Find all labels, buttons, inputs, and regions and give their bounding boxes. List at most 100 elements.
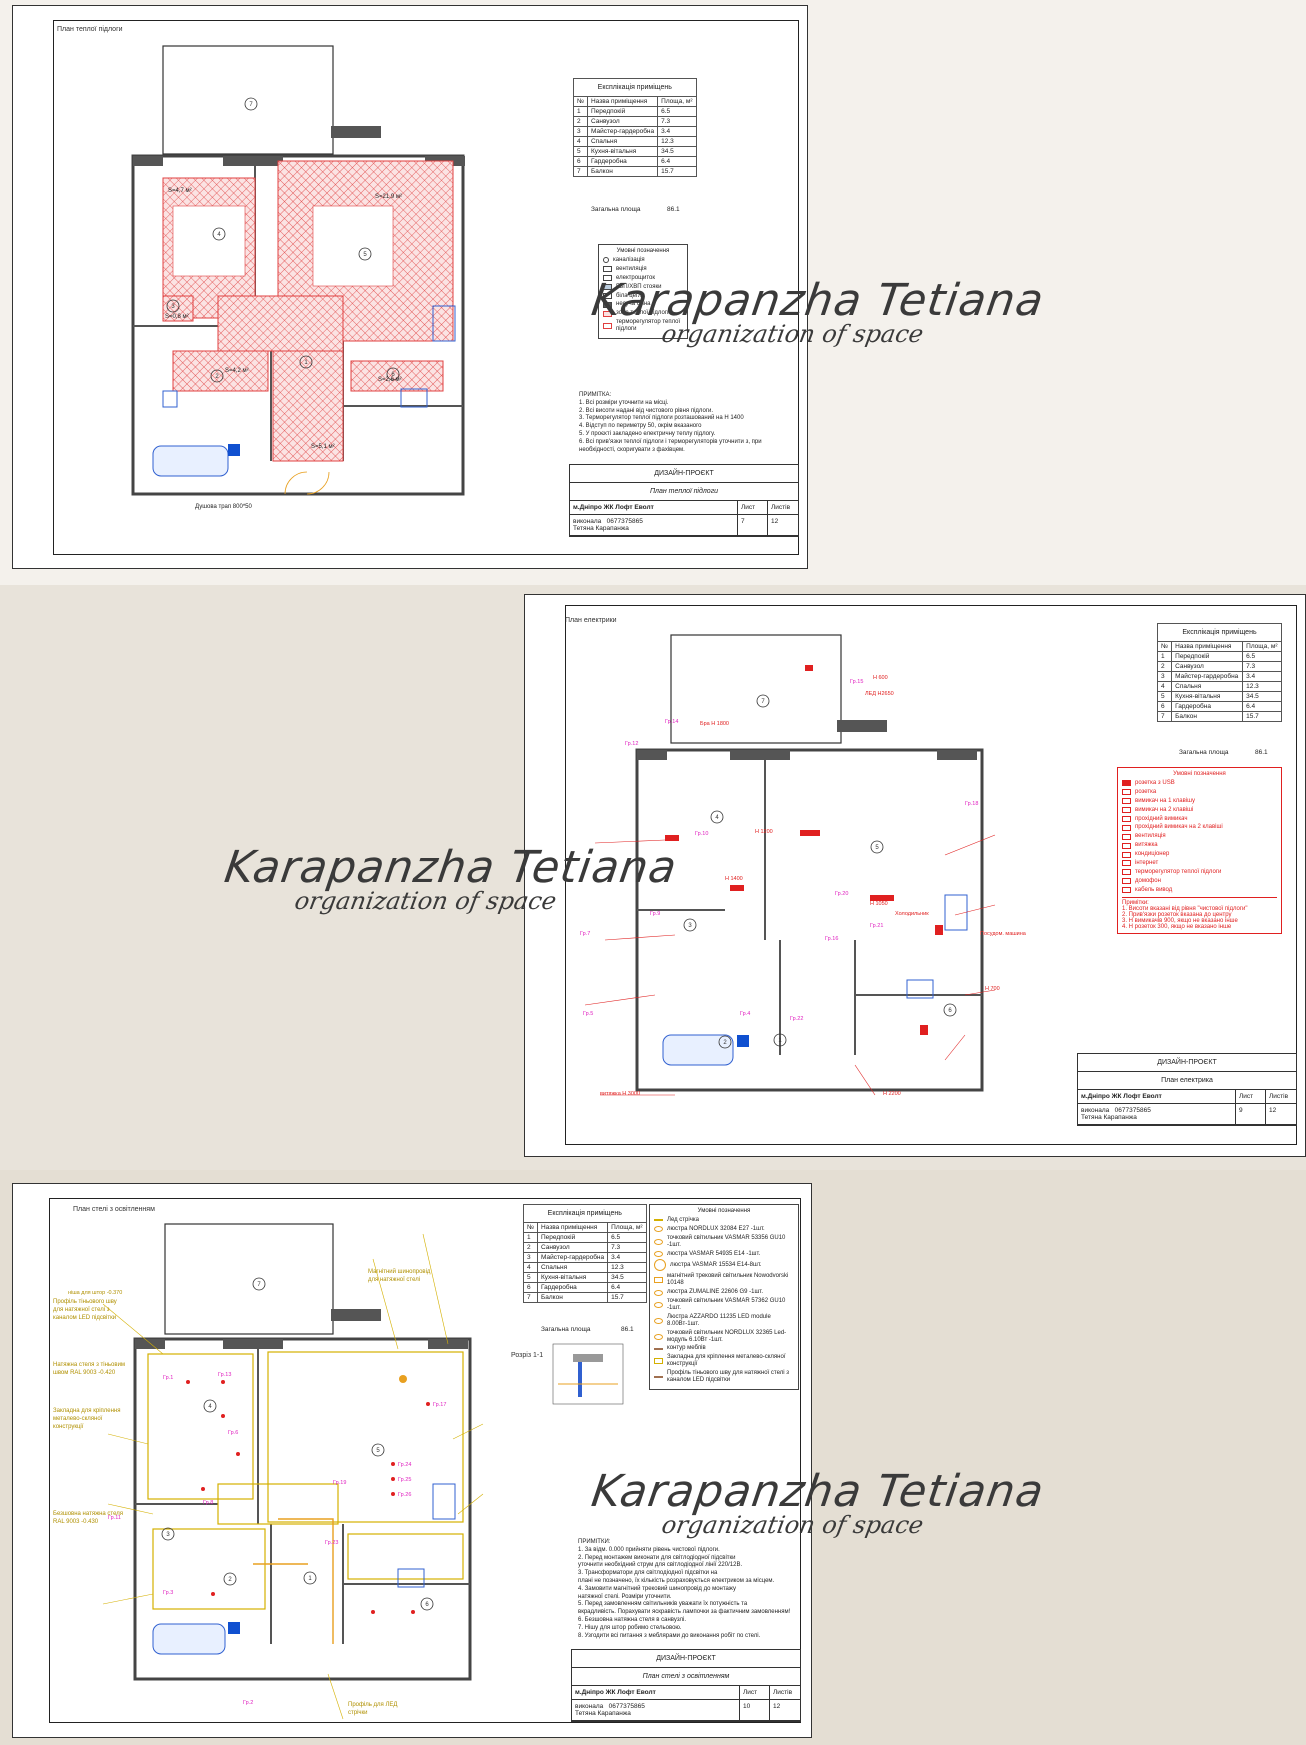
zone-wardrobe <box>350 360 444 392</box>
total-area-label: Загальна площа <box>591 206 641 213</box>
legend: Умовні позначення каналізація вентиляція… <box>598 244 688 340</box>
circuit-label: Гр.22 <box>790 1016 803 1022</box>
total-area-value: 86.1 <box>621 1326 634 1333</box>
legend: Умовні позначення Лед стрічка люстра NOR… <box>649 1204 799 1390</box>
sheet-electrics: План електрики <box>524 594 1306 1157</box>
legend-notes: Примітки: 1. Висоти вказані від рівня "ч… <box>1122 896 1277 930</box>
circuit-label: Гр.4 <box>740 1011 750 1017</box>
shower-drain-label: Душова трап 800*50 <box>195 504 252 510</box>
light-group-label: Гр.3 <box>163 1590 173 1596</box>
room-number-7: 7 <box>257 1282 261 1288</box>
light-group-label: Гр.25 <box>398 1477 411 1483</box>
drawing-frame <box>565 605 1297 1145</box>
zone-area-label: S=0,8 м² <box>165 314 189 320</box>
room-number-6: 6 <box>948 1008 952 1014</box>
light-group-label: Гр.23 <box>325 1540 338 1546</box>
room-number-4: 4 <box>715 815 719 821</box>
height-label: Холодильник <box>895 911 929 917</box>
height-label: Н 1200 <box>755 829 773 835</box>
circuit-label: Гр.10 <box>695 831 708 837</box>
room-number-1: 1 <box>308 1576 312 1582</box>
notes: ПРИМІТКИ: 1. За відм. 0.000 прийняти рів… <box>578 1539 791 1639</box>
zone-entry <box>272 350 344 462</box>
sheet-title: План електрики <box>565 617 617 624</box>
zone-wardrobe-master <box>162 295 194 322</box>
room-number-5: 5 <box>376 1448 380 1454</box>
sheet-warm-floor: План теплої підлоги <box>12 5 808 569</box>
light-group-label: Гр.26 <box>398 1492 411 1498</box>
room-number-4: 4 <box>208 1404 212 1410</box>
room-number-3: 3 <box>171 304 175 310</box>
zone-area-label: S=2,6 м² <box>378 377 402 383</box>
section-label: Розріз 1-1 <box>511 1352 544 1359</box>
zone-area-label: S=21,9 м² <box>375 194 402 200</box>
circuit-label: Гр.12 <box>625 741 638 747</box>
total-area-label: Загальна площа <box>541 1326 591 1333</box>
zone-area-label: S=4,2 м² <box>225 368 249 374</box>
circuit-label: Гр.5 <box>583 1011 593 1017</box>
room-number-2: 2 <box>228 1577 232 1583</box>
explication-title: Експлікація приміщень <box>573 78 697 96</box>
light-group-label: Гр.8 <box>203 1500 213 1506</box>
sheet-title: План стелі з освітленням <box>73 1206 155 1213</box>
room-number-6: 6 <box>425 1602 429 1608</box>
light-group-label: Гр.17 <box>433 1402 446 1408</box>
notes: ПРИМІТКА: 1. Всі розміри уточнити на міс… <box>579 392 762 453</box>
electrics-plan: Гр.14 Гр.15 Гр.12 Гр.18 Гр.20 Гр.21 Гр.1… <box>580 634 1027 1097</box>
room-number-1: 1 <box>778 1038 782 1044</box>
led-profile-callout: Профіль для ЛЕД стрічки <box>348 1702 398 1716</box>
total-area-value: 86.1 <box>667 206 680 213</box>
circuit-label: Гр.20 <box>835 891 848 897</box>
explication-title: Експлікація приміщень <box>1157 623 1282 641</box>
drawing-frame <box>49 1198 801 1723</box>
room-number-7: 7 <box>249 102 253 108</box>
room-number-4: 4 <box>217 232 221 238</box>
warm-floor-plan: 7 4 5 3 1 2 6 S=4,7 м² S=21,9 м² S=0,8 м… <box>131 45 465 510</box>
ceiling-callouts: Профіль тіньового шву для натяжної стелі… <box>53 1299 126 1526</box>
room-number-5: 5 <box>363 252 367 258</box>
total-area-label: Загальна площа <box>1179 749 1229 756</box>
room-number-2: 2 <box>723 1040 727 1046</box>
ceiling-plan: Гр.1 Гр.2 Гр.3 Гр.6 Гр.8 Гр.11 Гр.13 Гр.… <box>68 1223 624 1720</box>
zone-area-label: S=4,7 м² <box>168 188 192 194</box>
height-label: Н 1050 <box>870 901 888 907</box>
circuit-label: Гр.7 <box>580 931 590 937</box>
height-label: витяжка Н 3000 <box>600 1091 640 1097</box>
circuit-label: Гр.9 <box>650 911 660 917</box>
track-callout: Магнітний шинопровід для натяжної стелі <box>368 1269 431 1283</box>
sheet-ceiling: План стелі з освітленням <box>12 1183 812 1738</box>
light-group-label: Гр.19 <box>333 1480 346 1486</box>
title-block: ДИЗАЙН-ПРОЄКТ План стелі з освітленням м… <box>571 1649 801 1722</box>
height-label: Бра Н 1800 <box>700 721 729 727</box>
explication-title: Експлікація приміщень <box>523 1204 647 1222</box>
zone-area-label: S=5,1 м² <box>311 444 335 450</box>
circuit-label: Гр.14 <box>665 719 678 725</box>
bathtub <box>152 445 229 477</box>
zone-hall <box>217 295 344 352</box>
room-number-6: 6 <box>391 372 395 378</box>
light-group-label: Гр.1 <box>163 1375 173 1381</box>
room-number-5: 5 <box>875 845 879 851</box>
height-label: Н 2200 <box>883 1091 901 1097</box>
ceiling-note: ніша для штор -0.370 <box>68 1290 122 1296</box>
